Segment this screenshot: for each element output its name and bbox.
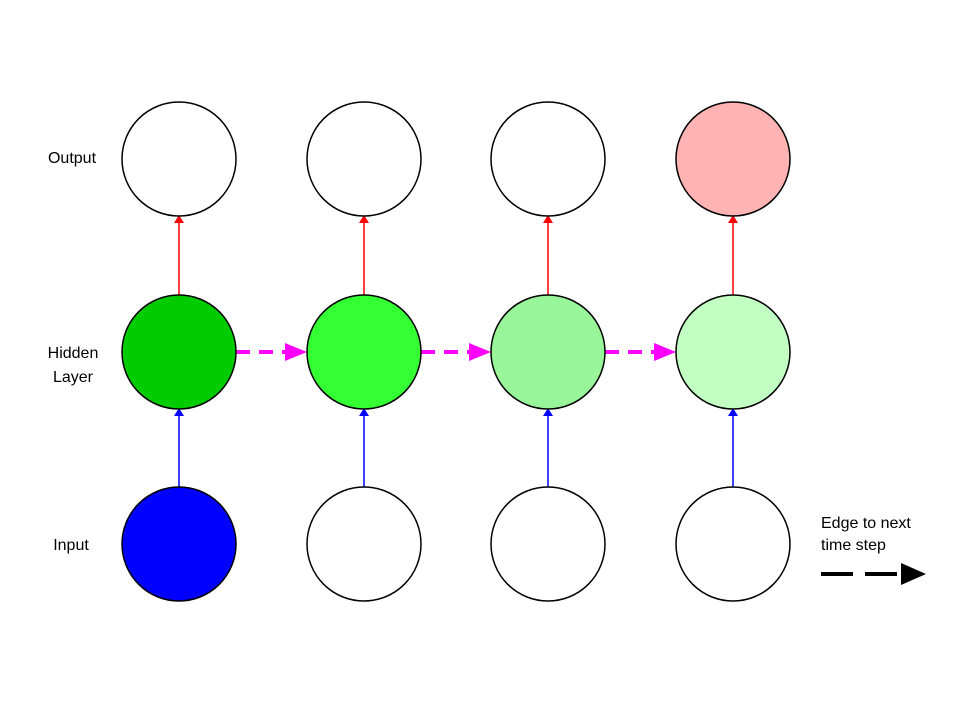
input-node [490, 486, 606, 602]
recurrent-arrowhead-icon [469, 343, 491, 361]
input-node [675, 486, 791, 602]
hidden-row-label-line2: Layer [53, 369, 94, 386]
input-node [306, 486, 422, 602]
recurrent-arrowhead-icon [285, 343, 307, 361]
hidden-node [121, 294, 237, 410]
hidden-node [675, 294, 791, 410]
nodes-group [121, 101, 791, 602]
hidden-row-label-line1: Hidden [48, 345, 99, 362]
legend-arrowhead-icon [901, 563, 926, 585]
recurrent-arrowhead-icon [654, 343, 676, 361]
hidden-node [490, 294, 606, 410]
input-node [121, 486, 237, 602]
output-node [675, 101, 791, 217]
input-row-label: Input [53, 537, 89, 554]
legend: Edge to next time step [821, 515, 926, 585]
legend-label-line2: time step [821, 537, 886, 554]
output-node [306, 101, 422, 217]
output-node [490, 101, 606, 217]
output-row-label: Output [48, 150, 97, 167]
edges-group [174, 215, 738, 487]
hidden-node [306, 294, 422, 410]
legend-label-line1: Edge to next [821, 515, 911, 532]
output-node [121, 101, 237, 217]
